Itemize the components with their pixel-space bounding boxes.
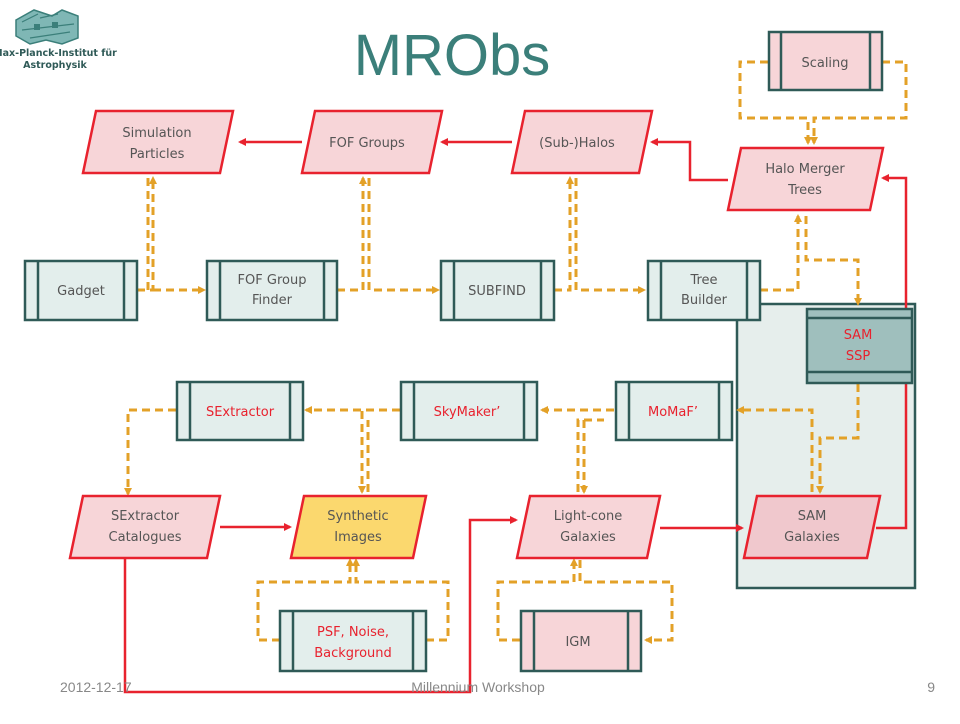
- node-simulation-particles[interactable]: Simulation Particles: [81, 109, 235, 175]
- node-sextractor[interactable]: SExtractor: [175, 380, 305, 442]
- node-samgal-line-1: SAM: [798, 509, 827, 524]
- node-lightcone-line-2: Galaxies: [560, 530, 616, 545]
- edge-skymaker-to-images: [358, 408, 400, 494]
- edge-igm-loop-left: [496, 558, 578, 642]
- institute-building-logo: [15, 9, 79, 45]
- edge-treebuilder-to-trees: [760, 214, 802, 292]
- footer-page-number: 9: [927, 679, 935, 695]
- node-scaling-label: Scaling: [801, 56, 848, 71]
- node-synthetic-images[interactable]: Synthetic Images: [289, 494, 428, 560]
- node-sim-line-2: Particles: [130, 147, 185, 162]
- footer-date: 2012-12-17: [60, 679, 132, 695]
- edge-subfind-to-halos: [554, 176, 574, 292]
- node-images-line-1: Synthetic: [327, 509, 388, 524]
- node-trees-line-1: Halo Merger: [765, 162, 845, 177]
- footer-title: Millennium Workshop: [411, 679, 545, 695]
- node-cat-line-2: Catalogues: [109, 530, 182, 545]
- node-skymaker-label: SkyMaker’: [434, 405, 501, 420]
- node-sextractor-label: SExtractor: [206, 405, 275, 420]
- node-subfind[interactable]: SUBFIND: [439, 259, 556, 322]
- edge-sam-to-samgal: [816, 384, 860, 494]
- node-igm[interactable]: IGM: [519, 609, 643, 673]
- edge-fof-to-subfind: [367, 178, 440, 294]
- edge-samgal-to-momaf: [736, 406, 814, 492]
- node-cat-line-1: SExtractor: [111, 509, 180, 524]
- node-lightcone-line-1: Light-cone: [554, 509, 622, 524]
- edge-trees-scaling-loop-left: [738, 60, 812, 145]
- edge-igm-loop-right: [578, 560, 674, 644]
- node-igm-label: IGM: [565, 635, 590, 650]
- node-tree-builder[interactable]: Tree Builder: [646, 259, 762, 322]
- edge-cat-to-lightcone: [123, 516, 518, 694]
- edge-lightcone-to-momaf: [576, 418, 604, 492]
- edge-trees-scaling-loop-right: [810, 60, 908, 145]
- node-halo-merger-trees[interactable]: Halo Merger Trees: [726, 146, 885, 212]
- node-sam-ssp[interactable]: SAM SSP: [805, 307, 914, 385]
- node-fof-groups[interactable]: FOF Groups: [300, 109, 444, 175]
- node-psf-noise[interactable]: PSF, Noise, Background: [278, 609, 428, 673]
- logo-line-1: Max-Planck-Institut für: [0, 48, 117, 59]
- node-momaf[interactable]: MoMaF’: [614, 380, 734, 442]
- node-images-line-2: Images: [334, 530, 382, 545]
- node-sub-halos[interactable]: (Sub-)Halos: [510, 109, 654, 175]
- node-fof-finder[interactable]: FOF Group Finder: [205, 259, 339, 322]
- node-sam-ssp-line-2: SSP: [846, 349, 871, 364]
- node-sam-galaxies[interactable]: SAM Galaxies: [742, 494, 882, 560]
- node-subfind-label: SUBFIND: [468, 284, 526, 299]
- node-sextractor-catalogues[interactable]: SExtractor Catalogues: [68, 494, 222, 560]
- edge-sextractor-to-cat: [124, 408, 176, 496]
- node-psf-noise-line-1: PSF, Noise,: [317, 625, 389, 640]
- node-gadget[interactable]: Gadget: [23, 259, 139, 322]
- institute-logo: Max-Planck-Institut für Astrophysik: [0, 9, 117, 71]
- edge-sim-to-finder: [146, 178, 206, 294]
- edge-finder-to-fof: [337, 176, 367, 292]
- node-skymaker[interactable]: SkyMaker’: [399, 380, 539, 442]
- node-momaf-label: MoMaF’: [648, 405, 698, 420]
- node-samgal-line-2: Galaxies: [784, 530, 840, 545]
- node-fof-finder-line-1: FOF Group: [238, 273, 307, 288]
- node-gadget-label: Gadget: [57, 284, 105, 299]
- node-sim-line-1: Simulation: [122, 126, 191, 141]
- node-sam-ssp-line-1: SAM: [844, 328, 873, 343]
- edge-trees-to-sam: [804, 216, 862, 306]
- slide-title: MRObs: [354, 23, 551, 88]
- edge-psf-loop-left: [256, 558, 354, 642]
- edge-halos-to-treebuilder: [574, 178, 646, 294]
- node-trees-line-2: Trees: [787, 183, 822, 198]
- node-lightcone-galaxies[interactable]: Light-cone Galaxies: [515, 494, 662, 560]
- node-psf-noise-line-2: Background: [314, 646, 392, 661]
- edge-gadget-to-sim: [137, 176, 157, 292]
- node-fof-finder-line-2: Finder: [252, 293, 293, 308]
- edge-trees-to-halos: [650, 138, 728, 182]
- logo-line-2: Astrophysik: [23, 60, 87, 71]
- node-tree-builder-line-2: Builder: [681, 293, 728, 308]
- edge-psf-loop-right: [352, 558, 450, 642]
- node-sub-halos-label: (Sub-)Halos: [539, 136, 615, 151]
- dashed-connectors: [124, 60, 908, 644]
- node-fof-groups-label: FOF Groups: [329, 136, 405, 151]
- node-tree-builder-line-1: Tree: [689, 273, 717, 288]
- node-scaling[interactable]: Scaling: [767, 30, 884, 92]
